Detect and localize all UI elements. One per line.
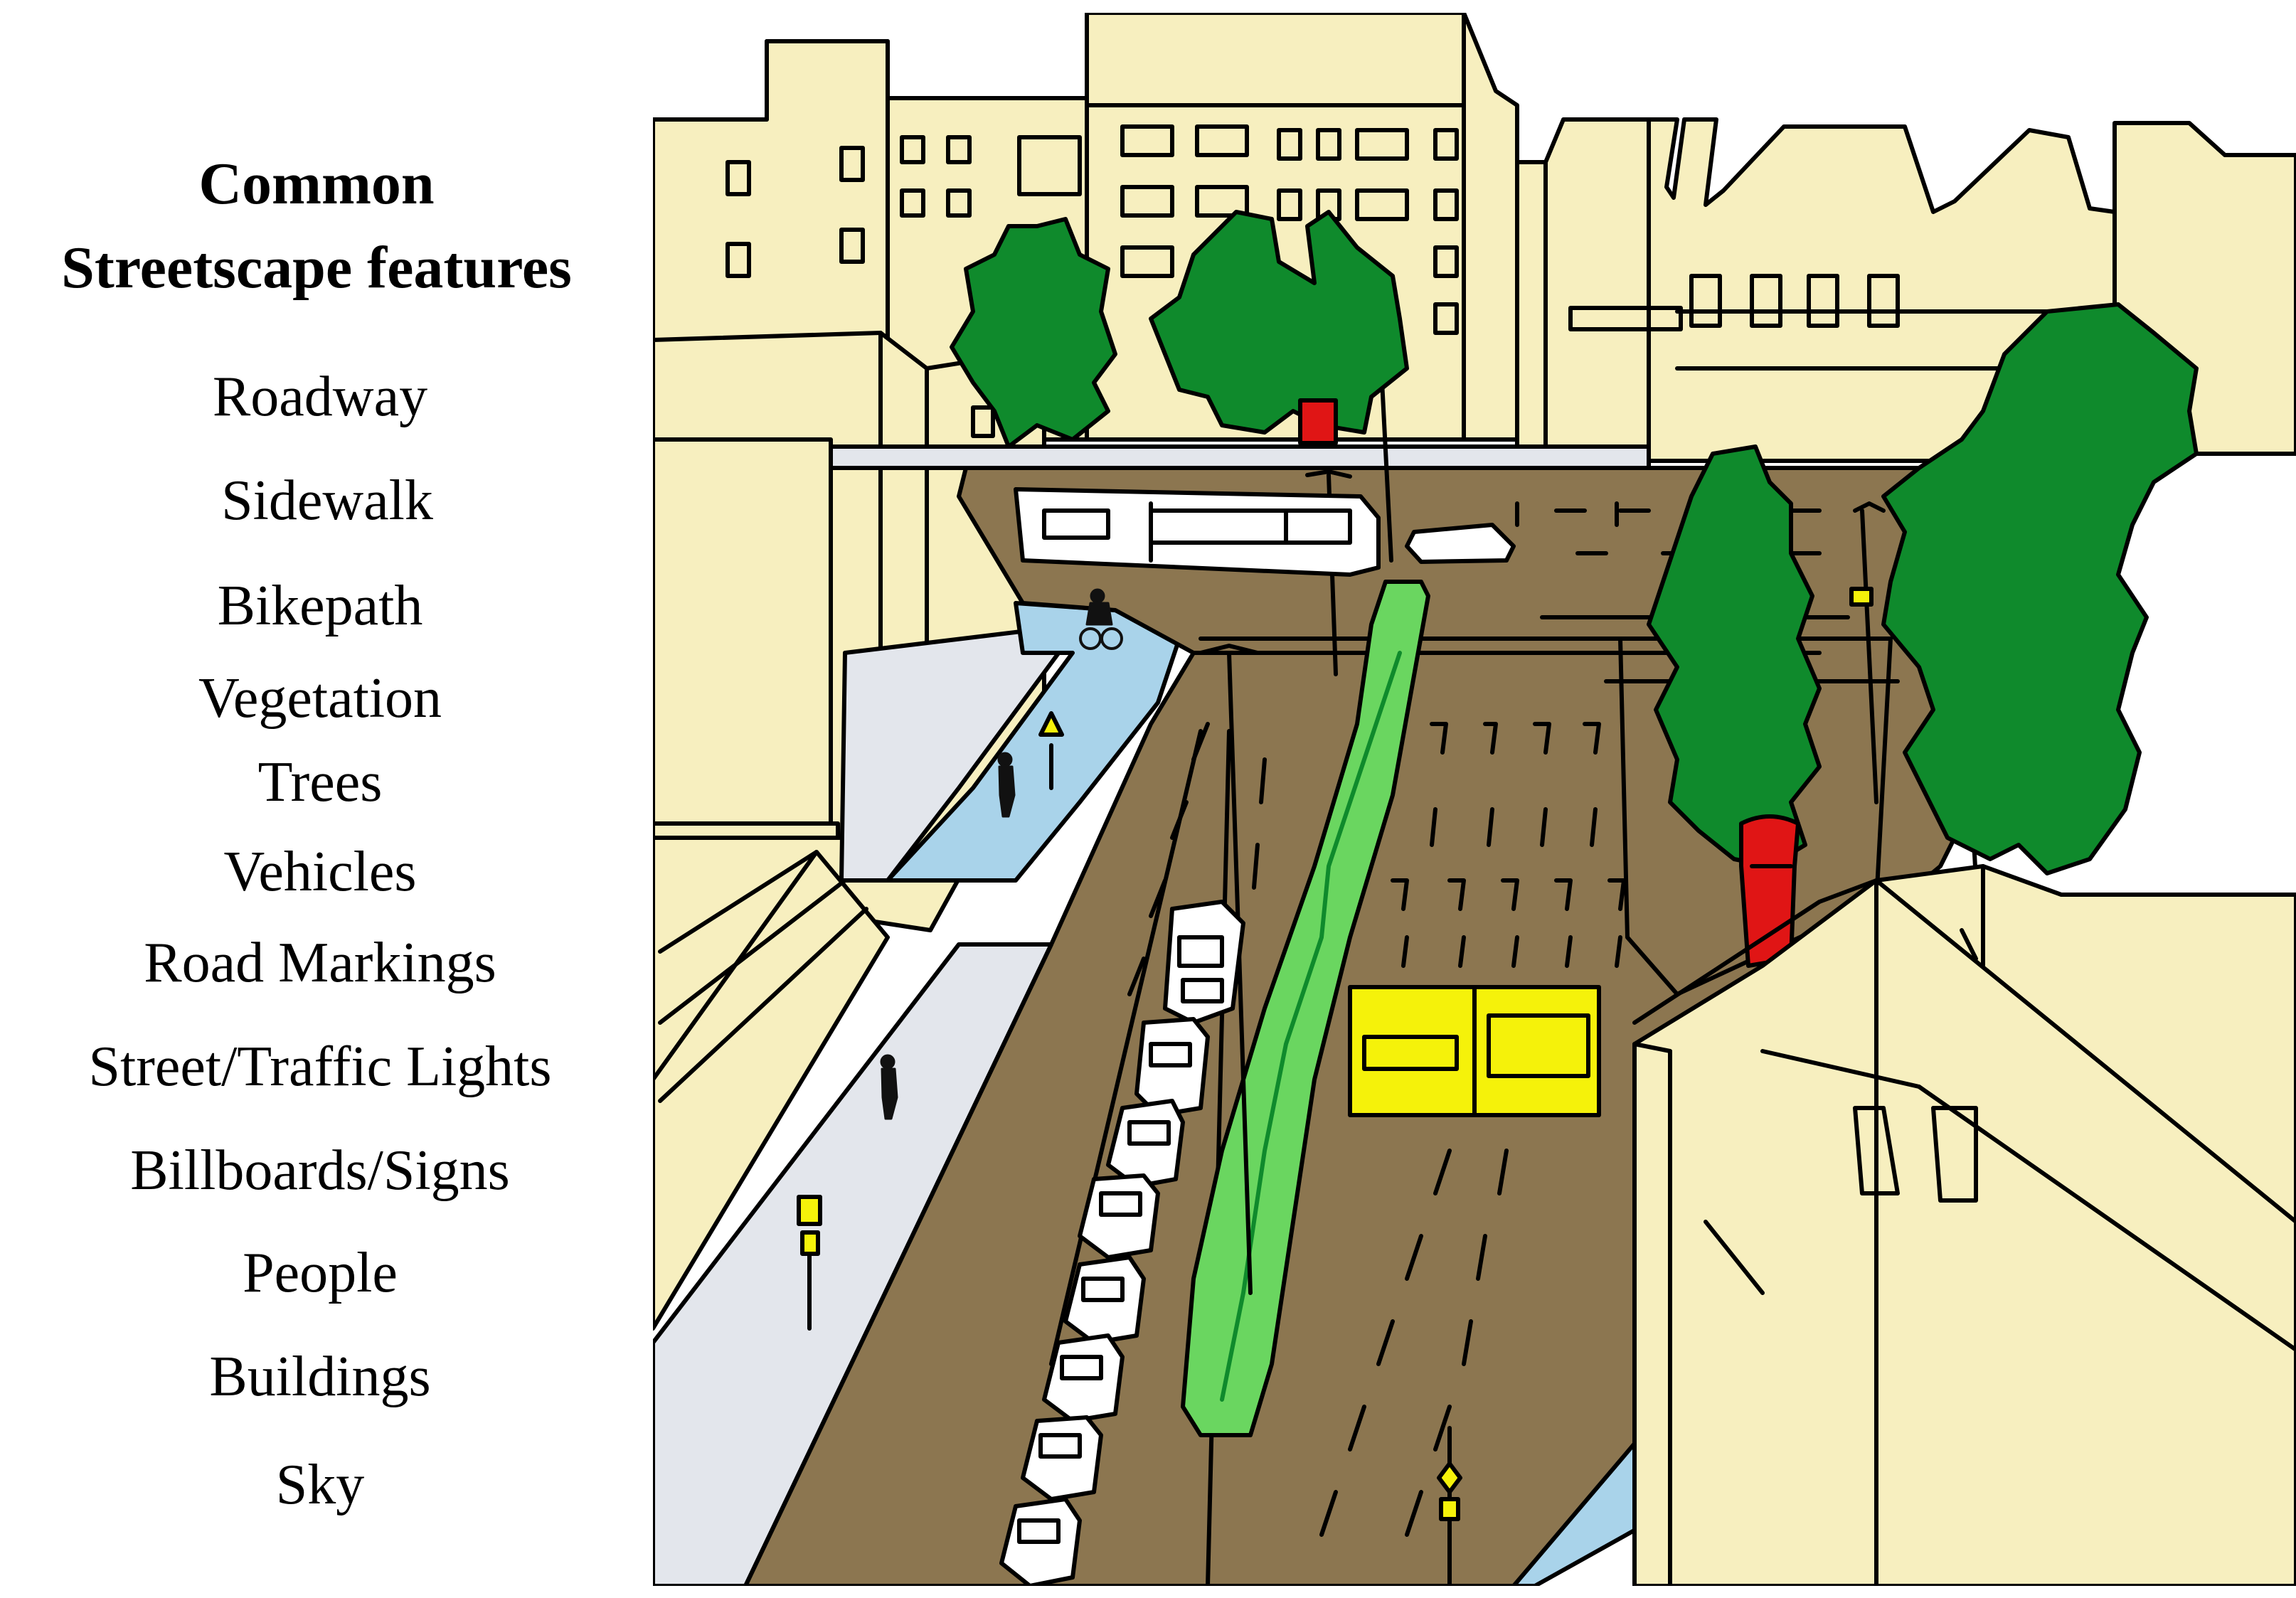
people	[880, 588, 1123, 1120]
legend-item-people: People	[243, 1242, 398, 1304]
legend-title-line1: Common	[198, 151, 435, 217]
street-lights	[797, 331, 1978, 1586]
trees	[950, 210, 2199, 875]
legend-title-line2: Streetscape features	[61, 235, 572, 301]
legend-item-roadway: Roadway	[212, 366, 428, 428]
legend-item-trees: Trees	[257, 751, 383, 814]
legend-item-sky: Sky	[275, 1454, 365, 1516]
building-windows	[726, 124, 1900, 335]
legend-item-billboards-signs: Billboards/Signs	[130, 1139, 510, 1202]
billboards-signs	[1348, 587, 1874, 1117]
legend-item-sidewalk: Sidewalk	[221, 469, 433, 532]
vegetation	[1181, 580, 1430, 1437]
streetscape-illustration	[653, 13, 2296, 1586]
vehicles	[999, 487, 1516, 1586]
legend-item-road-markings: Road Markings	[144, 932, 496, 994]
legend-title: Common Streetscape features	[0, 142, 633, 310]
legend-item-buildings: Buildings	[209, 1346, 431, 1408]
legend-item-bikepath: Bikepath	[217, 575, 423, 637]
legend-panel: Common Streetscape features Roadway Side…	[0, 0, 640, 1598]
legend-item-vegetation: Vegetation	[198, 667, 442, 730]
right-building	[1632, 864, 2296, 1586]
legend-item-street-traffic-lights: Street/Traffic Lights	[88, 1035, 552, 1098]
legend-item-vehicles: Vehicles	[223, 841, 417, 903]
post-boxes	[1298, 398, 1800, 968]
